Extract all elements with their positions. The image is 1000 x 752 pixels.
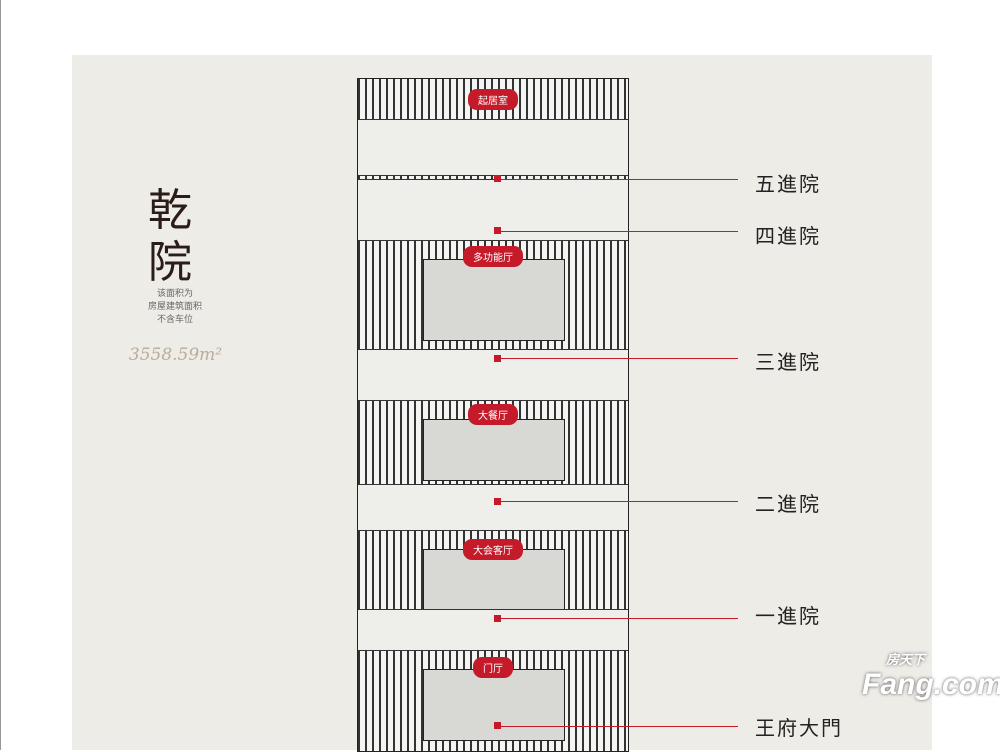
- hall-tag: 大餐厅: [468, 404, 518, 425]
- courtyard-area: [358, 484, 628, 531]
- hall-tag: 多功能厅: [463, 246, 523, 267]
- courtyard-label: 一進院: [755, 604, 821, 628]
- leader-line: [500, 501, 738, 502]
- note-line: 该面积为: [156, 289, 193, 299]
- marker-dot: [494, 722, 501, 729]
- courtyard-area: [358, 349, 628, 401]
- hall-building: [423, 259, 565, 341]
- leader-line: [500, 231, 738, 232]
- project-title: 乾院: [148, 185, 192, 288]
- area-note: 该面积为 房屋建筑面积 不含车位: [120, 288, 230, 327]
- courtyard-area: [358, 609, 628, 651]
- leader-line: [500, 179, 738, 180]
- courtyard-label: 五進院: [755, 172, 821, 196]
- watermark-en: Fang.com: [862, 668, 1000, 701]
- watermark-cn: 房天下: [886, 652, 926, 667]
- hall-tag: 大会客厅: [463, 539, 523, 560]
- note-line: 不含车位: [156, 315, 193, 325]
- hall-tag: 起居室: [468, 89, 518, 110]
- marker-dot: [494, 227, 501, 234]
- marker-dot: [494, 615, 501, 622]
- marker-dot: [494, 355, 501, 362]
- marker-dot: [494, 498, 501, 505]
- building-row: [358, 119, 628, 176]
- hall-tag: 门厅: [473, 657, 513, 678]
- courtyard-label: 三進院: [755, 350, 821, 374]
- floor-area: 3558.59m²: [128, 345, 223, 365]
- courtyard-plan-illustration: 起居室 多功能厅 大餐厅 大会客厅 门厅: [357, 78, 629, 752]
- courtyard-label: 王府大門: [755, 716, 843, 740]
- leader-line: [500, 358, 738, 359]
- marker-dot: [494, 175, 501, 182]
- leader-line: [500, 618, 738, 619]
- page-edge: [0, 0, 1, 750]
- note-line: 房屋建筑面积: [147, 302, 202, 312]
- courtyard-label: 四進院: [755, 224, 821, 248]
- courtyard-area: [358, 179, 628, 241]
- courtyard-label: 二進院: [755, 492, 821, 516]
- leader-line: [500, 726, 738, 727]
- hall-building: [423, 419, 565, 481]
- hall-building: [423, 669, 565, 741]
